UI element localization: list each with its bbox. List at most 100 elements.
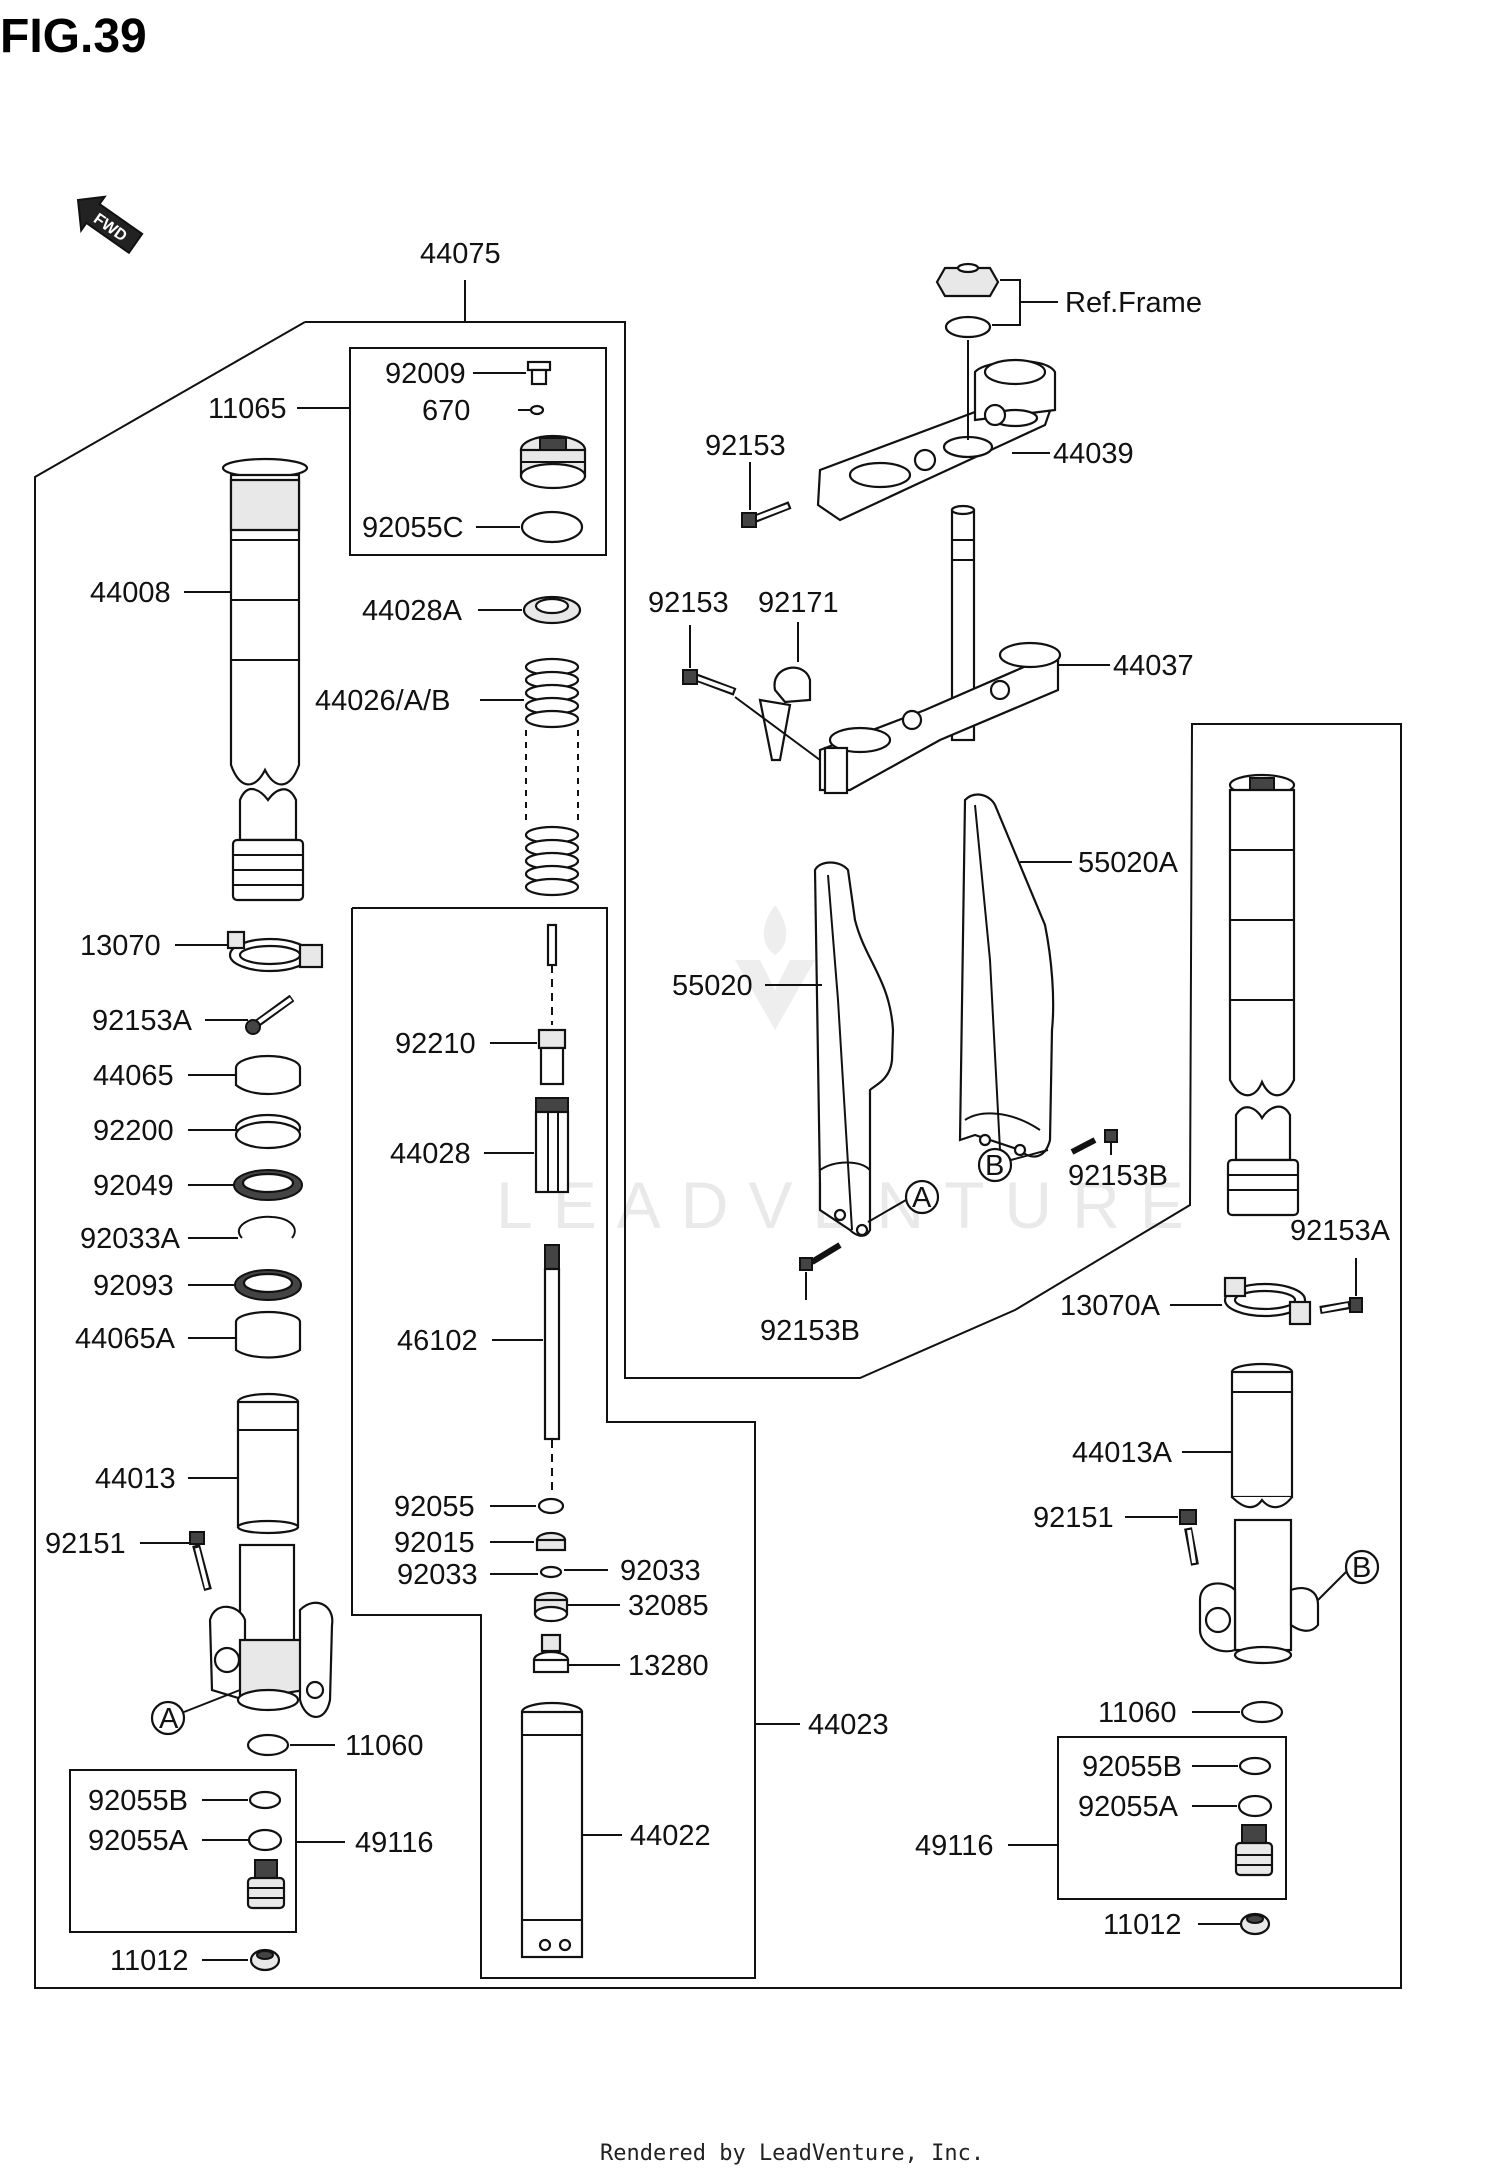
part-11012-nut-right xyxy=(1239,1912,1271,1936)
part-valve-left xyxy=(246,1859,286,1910)
label-92015: 92015 xyxy=(394,1527,475,1559)
label-92033-left: 92033 xyxy=(397,1559,478,1591)
label-13070A: 13070A xyxy=(1060,1290,1161,1322)
label-92055C: 92055C xyxy=(362,512,464,544)
label-92055B-right: 92055B xyxy=(1082,1751,1182,1783)
part-32085-piston xyxy=(533,1591,569,1623)
label-44023: 44023 xyxy=(808,1709,889,1741)
label-49116-right: 49116 xyxy=(915,1830,994,1862)
part-92153-bolt-top xyxy=(741,501,792,528)
ref-marker-a-guard xyxy=(904,1179,940,1215)
label-44008: 44008 xyxy=(90,577,171,609)
part-steering-nut xyxy=(935,262,1000,298)
label-13280: 13280 xyxy=(628,1650,709,1682)
part-92151-bolt-left xyxy=(189,1531,212,1592)
label-92153-mid: 92153 xyxy=(648,587,729,619)
part-92200-washer xyxy=(234,1113,302,1150)
kit-11065-box xyxy=(349,347,607,556)
part-axle-holder-right xyxy=(1198,1518,1320,1665)
part-44026-spring xyxy=(524,657,580,897)
part-pushrod xyxy=(546,923,558,967)
part-92153-bolt-mid xyxy=(682,669,737,696)
part-92153A-bolt-left xyxy=(245,994,295,1035)
label-11012-right: 11012 xyxy=(1103,1909,1182,1941)
part-92153B-bolt-left xyxy=(799,1242,842,1271)
fwd-arrow-icon: FWD xyxy=(76,195,144,255)
ref-marker-a-guard-text: A xyxy=(912,1182,932,1214)
part-670-oring xyxy=(529,404,545,416)
part-44028-collar xyxy=(534,1097,570,1194)
part-44065-bushing xyxy=(234,1054,302,1095)
label-92153-top: 92153 xyxy=(705,430,786,462)
label-44026AB: 44026/A/B xyxy=(315,685,450,717)
part-92055B-oring-left xyxy=(248,1790,282,1810)
label-44065: 44065 xyxy=(93,1060,174,1092)
label-44028: 44028 xyxy=(390,1138,471,1170)
part-92153B-bolt-right xyxy=(1070,1129,1118,1155)
part-11012-nut-left xyxy=(249,1948,281,1972)
part-axle-holder-left xyxy=(208,1543,334,1718)
label-44075: 44075 xyxy=(420,238,501,270)
label-13070: 13070 xyxy=(80,930,161,962)
figure-title: FIG.39 xyxy=(0,10,147,63)
part-44022-cylinder xyxy=(520,1701,584,1959)
part-92055A-oring-left xyxy=(247,1828,283,1852)
label-92055A-right: 92055A xyxy=(1078,1791,1179,1823)
part-92055-oring xyxy=(537,1497,565,1515)
label-92153B-left: 92153B xyxy=(760,1315,860,1347)
ref-marker-a-bottom-text: A xyxy=(159,1703,179,1735)
part-steering-washer xyxy=(944,315,992,339)
part-44008-outer-tube xyxy=(221,457,309,786)
part-92153A-bolt-right xyxy=(1319,1297,1363,1314)
label-44028A: 44028A xyxy=(362,595,463,627)
part-92015-nut xyxy=(535,1531,567,1552)
assembly-44075-outline xyxy=(34,321,1402,1989)
part-44037-lower-bracket xyxy=(818,504,1062,795)
part-92171-clamp xyxy=(758,666,812,762)
part-11060-oring-left xyxy=(246,1733,290,1757)
part-44013-inner-tube xyxy=(236,1392,300,1535)
label-49116-left: 49116 xyxy=(355,1827,434,1859)
label-11065: 11065 xyxy=(208,393,287,425)
ref-marker-b-axle xyxy=(1344,1549,1380,1585)
part-46102-rod xyxy=(543,1244,561,1441)
label-670: 670 xyxy=(422,395,470,427)
label-92151-left: 92151 xyxy=(45,1528,126,1560)
label-92009: 92009 xyxy=(385,358,466,390)
label-55020A: 55020A xyxy=(1078,847,1179,879)
part-92055C-oring xyxy=(520,510,584,544)
ref-marker-b-guard-text: B xyxy=(985,1150,1004,1182)
part-valve-right xyxy=(1234,1824,1274,1877)
part-44013A-inner-tube xyxy=(1230,1362,1294,1509)
kit-49116-left-box xyxy=(69,1769,297,1933)
part-92033-clip xyxy=(539,1565,563,1579)
label-44065A: 44065A xyxy=(75,1323,176,1355)
part-right-outer-tube xyxy=(1228,773,1296,1097)
label-11060-right: 11060 xyxy=(1098,1697,1177,1729)
ref-marker-b-axle-text: B xyxy=(1352,1552,1371,1584)
label-92049: 92049 xyxy=(93,1170,174,1202)
part-fork-cap-bolt xyxy=(519,434,587,490)
kit-49116-right-box xyxy=(1057,1736,1287,1900)
part-92009-screw xyxy=(526,360,552,386)
label-92153A-right: 92153A xyxy=(1290,1215,1391,1247)
label-ref-frame: Ref.Frame xyxy=(1065,287,1202,319)
label-44037: 44037 xyxy=(1113,650,1194,682)
label-92055A-left: 92055A xyxy=(88,1825,189,1857)
label-44039: 44039 xyxy=(1053,438,1134,470)
part-92033A-circlip xyxy=(238,1215,296,1239)
part-dust-boot-right xyxy=(1226,1105,1300,1217)
part-92210-nut xyxy=(537,1028,567,1086)
label-92210: 92210 xyxy=(395,1028,476,1060)
ref-marker-b-guard xyxy=(977,1147,1013,1183)
assembly-44023-outline xyxy=(351,907,756,1979)
label-44022: 44022 xyxy=(630,1820,711,1852)
label-92151-right: 92151 xyxy=(1033,1502,1114,1534)
ref-marker-a-bottom xyxy=(150,1700,186,1736)
part-11060-oring-right xyxy=(1240,1700,1284,1724)
label-44013: 44013 xyxy=(95,1463,176,1495)
part-13070-clamp xyxy=(226,930,324,973)
label-92055B-left: 92055B xyxy=(88,1785,188,1817)
part-92093-seal xyxy=(234,1269,302,1301)
